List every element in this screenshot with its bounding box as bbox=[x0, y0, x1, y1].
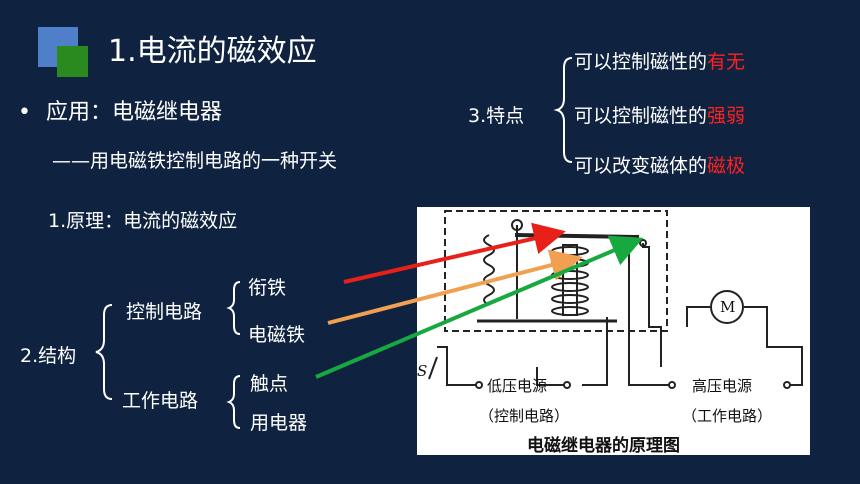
work-brace bbox=[226, 375, 241, 429]
feature-2-prefix: 可以控制磁性的 bbox=[574, 105, 708, 127]
control-brace bbox=[226, 281, 241, 335]
arrow-electromagnet bbox=[327, 249, 583, 325]
work-wire-a bbox=[628, 243, 672, 386]
logo-green-square bbox=[57, 46, 88, 77]
slide-title: 1.电流的磁效应 bbox=[108, 34, 317, 69]
feature-2-highlight: 强弱 bbox=[707, 105, 746, 127]
arrow-armature bbox=[343, 222, 566, 284]
feature-item-3: 可以改变磁体的磁极 bbox=[574, 151, 745, 178]
high-circuit-label: （工作电路） bbox=[682, 407, 773, 425]
low-source-label: 低压电源 bbox=[487, 377, 548, 395]
features-brace bbox=[553, 57, 573, 163]
motor-label: M bbox=[720, 298, 736, 316]
subtitle-text: ——用电磁铁控制电路的一种开关 bbox=[52, 150, 338, 172]
motor-wire-right bbox=[744, 306, 803, 386]
structure-label: 2.结构 bbox=[20, 345, 77, 367]
structure-brace bbox=[95, 304, 113, 400]
principle-text: 1.原理：电流的磁效应 bbox=[48, 210, 238, 232]
feature-item-1: 可以控制磁性的有无 bbox=[574, 47, 745, 74]
switch-lever bbox=[428, 356, 438, 380]
control-left-wire bbox=[437, 346, 479, 386]
features-label: 3.特点 bbox=[468, 105, 525, 127]
arrow-contact bbox=[315, 235, 644, 379]
high-source-label: 高压电源 bbox=[692, 377, 753, 395]
coil-wire bbox=[582, 317, 608, 386]
feature-item-2: 可以控制磁性的强弱 bbox=[574, 101, 745, 128]
contact-label: 触点 bbox=[250, 373, 289, 395]
feature-3-highlight: 磁极 bbox=[707, 155, 746, 177]
bullet-line: • 应用：电磁继电器 bbox=[18, 94, 222, 126]
appliance-label: 用电器 bbox=[250, 412, 308, 434]
feature-3-prefix: 可以改变磁体的 bbox=[574, 155, 708, 177]
low-source-right-wire bbox=[536, 367, 567, 386]
work-circuit-label: 工作电路 bbox=[122, 390, 199, 412]
bullet-marker: • bbox=[18, 100, 31, 125]
low-terminal-left bbox=[475, 381, 483, 389]
motor-symbol bbox=[710, 290, 744, 324]
armature-label: 衔铁 bbox=[248, 277, 287, 299]
low-terminal-right bbox=[563, 381, 571, 389]
relay-housing bbox=[444, 210, 668, 332]
electromagnet-label: 电磁铁 bbox=[248, 324, 306, 346]
low-circuit-label: （控制电路） bbox=[479, 407, 570, 425]
diagram-caption: 电磁继电器的原理图 bbox=[527, 436, 680, 456]
control-circuit-label: 控制电路 bbox=[126, 301, 203, 323]
feature-1-prefix: 可以控制磁性的 bbox=[574, 51, 708, 73]
bullet-text: 应用：电磁继电器 bbox=[45, 100, 222, 125]
pivot-point bbox=[511, 219, 523, 231]
motor-wire-left bbox=[686, 306, 710, 327]
spring-coil bbox=[483, 234, 495, 306]
switch-label: S bbox=[417, 362, 428, 380]
feature-1-highlight: 有无 bbox=[707, 51, 746, 73]
high-terminal-left bbox=[668, 381, 676, 389]
high-terminal-right bbox=[783, 381, 791, 389]
